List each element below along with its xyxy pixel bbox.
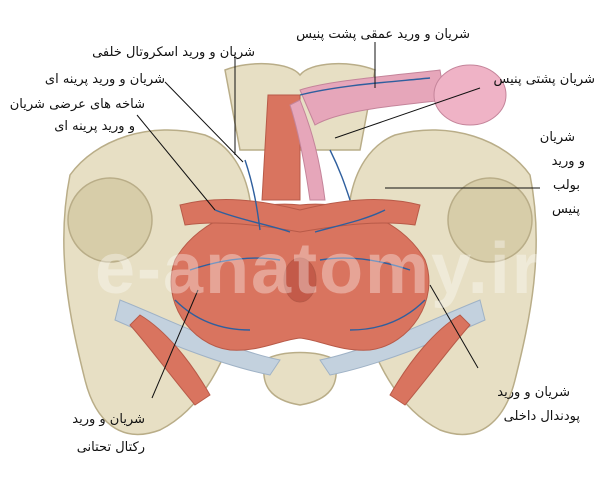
label-deep-dorsal-artery-vein: شریان و ورید عمقی پشت پنیس [296,27,470,42]
label-bulb-line3: بولب [552,178,580,193]
label-inferior-rectal-line1: شریان و ورید [72,412,145,427]
label-internal-pudendal-line2: پودندال داخلی [503,409,580,424]
leader-perineal [164,81,244,163]
perineal-muscles [129,94,471,406]
label-transverse-branches-line2: و ورید پرینه ای [54,119,135,134]
label-bulb-line2: و ورید [551,154,585,169]
label-inferior-rectal-line2: رکتال تحتانی [76,440,145,455]
leader-pudendal [429,284,479,369]
watermark-text: e-anatomy.ir [95,229,542,309]
label-posterior-scrotal-artery-vein: شریان و ورید اسکروتال خلفی [92,45,255,60]
blood-vessels [174,77,431,331]
leader-dorsal-artery [334,87,481,139]
label-perineal-artery-vein: شریان و ورید پرینه ای [44,72,165,87]
label-bulb-line4: پنیس [551,202,580,217]
leader-transverse [136,114,216,211]
label-internal-pudendal-line1: شریان و ورید [497,385,570,400]
label-dorsal-artery-penis: شریان پشتی پنیس [493,72,595,87]
leader-rectal [151,289,199,399]
label-bulb-line1: شریان [539,130,575,145]
label-transverse-branches-line1: شاخه های عرضی شریان [9,97,145,112]
penis-shape [289,64,507,201]
leader-lines [136,42,540,399]
